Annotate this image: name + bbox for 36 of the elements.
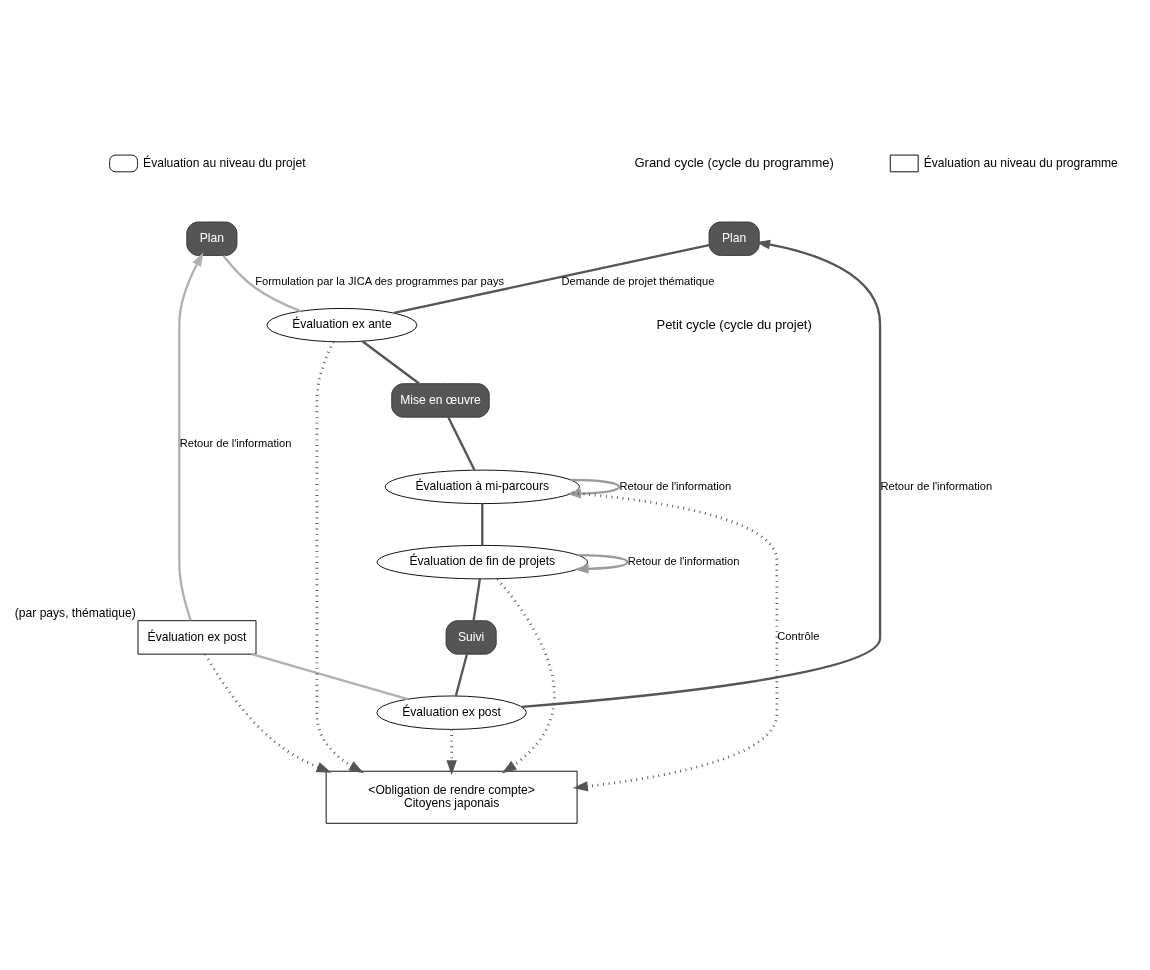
arrow [496,578,556,774]
edge-label: Contrôle [777,630,820,643]
label: Grand cycle (cycle du programme) [634,154,834,170]
connector [447,416,476,471]
node-box: Mise en œuvre [391,383,490,418]
edge-label: Retour de l'information [619,479,732,492]
connector [222,254,301,313]
node-label: (par pays, thématique) [14,606,136,621]
arrow [566,478,621,499]
arrow [572,491,779,792]
node-box: Suivi [445,620,497,655]
arrow [178,252,204,621]
legend-label: Évaluation au niveau du programme [923,155,1118,170]
arrow [204,653,332,773]
arrow [521,239,882,708]
legend-label: Évaluation au niveau du projet [143,155,306,170]
node-ellipse: Évaluation ex ante [266,307,418,343]
edge-label: Formulation par la JICA des programmes par pays [255,274,505,287]
edge-label: Demande de projet thématique [561,274,715,287]
node-ellipse: Évaluation ex post [376,695,527,730]
connector [251,653,409,701]
node-box: Évaluation ex post [137,620,257,655]
label: Petit cycle (cycle du projet) [656,316,812,332]
connector [472,578,482,621]
edge-label: Retour de l'information [627,555,740,568]
edge-label: Retour de l'information [880,479,993,492]
connector [361,340,420,385]
connector [481,503,484,546]
node-box: Plan [186,221,238,256]
node-box: Plan [708,221,760,256]
arrow [574,554,629,574]
edge-label: Retour de l'information [179,436,292,449]
connector [393,243,710,315]
connector [454,653,469,697]
arrow [315,341,364,774]
node-box: <Obligation de rendre compte> Citoyens japonais [325,770,578,824]
